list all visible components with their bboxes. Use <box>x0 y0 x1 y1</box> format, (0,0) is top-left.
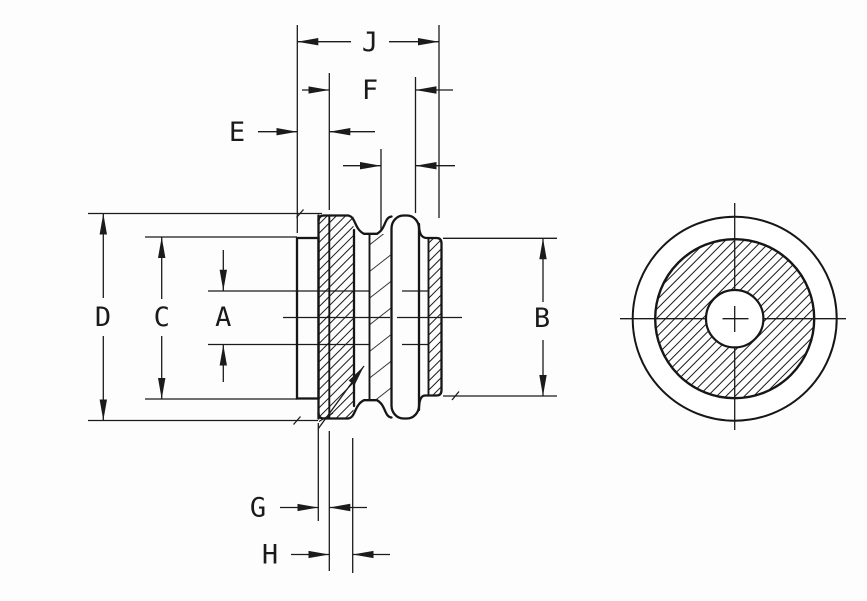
dim-label-e: E <box>229 117 245 148</box>
dim-label-g: G <box>250 493 266 524</box>
top-extension-lines <box>296 25 440 233</box>
dim-label-j: J <box>362 27 378 58</box>
right-flange <box>417 222 443 412</box>
grommet-section <box>283 214 462 430</box>
left-extension-lines <box>88 209 429 425</box>
bottom-extension-lines <box>317 423 354 573</box>
right-flange-hatch <box>428 238 442 396</box>
side-section-view: J F E <box>88 25 557 573</box>
dim-label-b: B <box>534 303 550 334</box>
small-end-cylinder <box>295 236 320 400</box>
web-leader-arrow <box>317 365 365 430</box>
front-view-centerlines <box>620 203 846 430</box>
dim-label-f: F <box>362 75 378 106</box>
front-view <box>620 203 846 430</box>
dim-label-h: H <box>262 540 278 571</box>
dim-label-a: A <box>215 302 231 333</box>
dim-label-c: C <box>154 302 170 333</box>
dim-b <box>443 237 557 401</box>
dim-label-d: D <box>95 302 111 333</box>
